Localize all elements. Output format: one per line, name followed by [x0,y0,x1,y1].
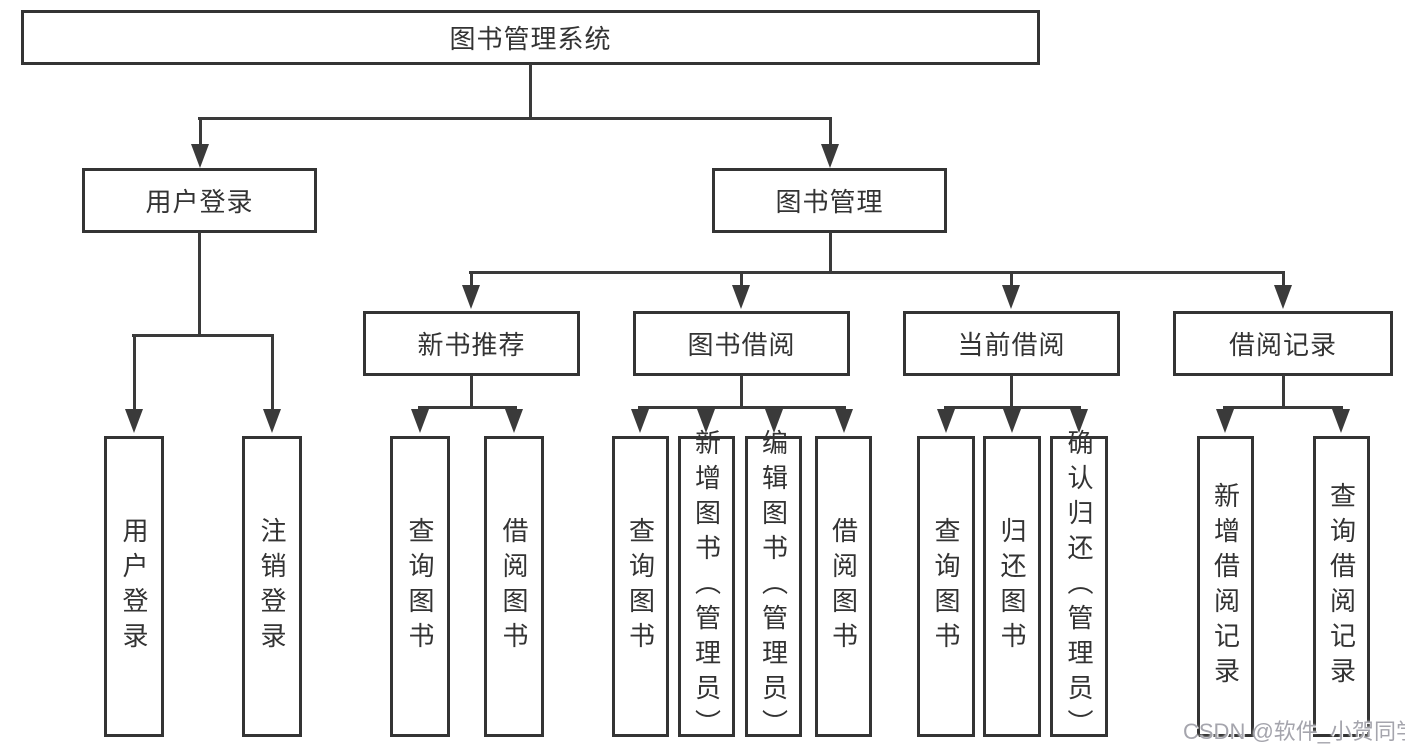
arrow-down-icon [1002,285,1020,309]
arrow-down-icon [835,409,853,433]
csdn-watermark: CSDN @软件_小贺同学 [1183,719,1405,744]
arrow-down-icon [937,409,955,433]
connector-records-drop [1282,375,1285,409]
leaf-label: 编辑图书（管理员） [758,429,789,744]
arrow-down-icon [732,285,750,309]
leaf-user-login: 用户登录 [104,436,164,737]
leaf-records-query-record: 查询借阅记录 [1313,436,1370,737]
node-user-login: 用户登录 [82,168,317,233]
arrow-down-icon [1070,409,1088,433]
arrow-down-icon [697,409,715,433]
leaf-label: 查询图书 [405,516,435,657]
leaf-borrow-add-books-admin: 新增图书（管理员） [678,429,735,744]
connector-records-rail [1223,406,1343,409]
connector-stem-book-management [829,119,832,146]
connector-root-drop [529,64,532,120]
node-borrowing-records: 借阅记录 [1173,311,1393,376]
node-book-borrowing: 图书借阅 [633,311,850,376]
connector-stem-user-login [199,119,202,146]
node-library-management-system: 图书管理系统 [21,10,1040,65]
leaf-label: 用户登录 [119,516,149,657]
connector-newbook-drop [470,375,473,409]
leaf-borrow-query-books: 查询图书 [612,436,669,737]
arrow-down-icon [1003,409,1021,433]
connector-borrow-drop [740,375,743,409]
leaf-label: 借阅图书 [499,516,529,657]
node-label: 图书借阅 [687,330,796,360]
arrow-down-icon [462,285,480,309]
arrow-down-icon [821,144,839,168]
connector-book-management-drop [829,232,832,274]
connector-user-login-drop [198,232,201,336]
connector-stem-current-borrow [1010,273,1013,286]
connector-stem-leaf-user-login [133,336,136,410]
node-label: 当前借阅 [957,330,1066,360]
leaf-label: 确认归还（管理员） [1064,429,1094,744]
connector-stem-borrow-records [1282,273,1285,286]
arrow-down-icon [505,409,523,433]
connector-user-login-rail [132,334,274,337]
connector-level3-rail [469,271,1285,274]
leaf-label: 归还图书 [997,516,1027,657]
leaf-label: 借阅图书 [828,516,859,657]
connector-level2-rail [198,117,832,120]
leaf-current-query-books: 查询图书 [917,436,975,737]
leaf-borrow-edit-books-admin: 编辑图书（管理员） [745,429,802,744]
arrow-down-icon [1216,409,1234,433]
leaf-label: 新增图书（管理员） [691,429,722,744]
leaf-label: 查询图书 [625,516,656,657]
leaf-label: 查询借阅记录 [1326,481,1357,692]
arrow-down-icon [1274,285,1292,309]
arrow-down-icon [125,409,143,433]
connector-borrow-rail [638,406,846,409]
arrow-down-icon [631,409,649,433]
node-current-borrowing: 当前借阅 [903,311,1120,376]
arrow-down-icon [411,409,429,433]
connector-newbook-rail [418,406,517,409]
leaf-newbook-query-books: 查询图书 [390,436,450,737]
leaf-records-add-record: 新增借阅记录 [1197,436,1254,737]
node-book-management: 图书管理 [712,168,947,233]
leaf-label: 新增借阅记录 [1210,481,1241,692]
arrow-down-icon [1332,409,1350,433]
node-label: 新书推荐 [417,330,526,360]
arrow-down-icon [765,409,783,433]
arrow-down-icon [191,144,209,168]
connector-current-drop [1010,375,1013,409]
node-new-book-recommendation: 新书推荐 [363,311,580,376]
connector-stem-new-book [470,273,473,286]
connector-stem-leaf-logout [271,336,274,410]
arrow-down-icon [263,409,281,433]
node-label: 借阅记录 [1228,330,1337,360]
node-label: 图书管理 [775,187,884,217]
leaf-current-return-books: 归还图书 [983,436,1041,737]
node-label: 图书管理系统 [449,24,612,54]
leaf-current-confirm-return-admin: 确认归还（管理员） [1050,429,1108,744]
leaf-newbook-borrow-books: 借阅图书 [484,436,544,737]
connector-current-rail [944,406,1081,409]
leaf-borrow-borrow-books: 借阅图书 [815,436,872,737]
leaf-label: 注销登录 [257,516,287,657]
connector-stem-book-borrow [740,273,743,286]
node-label: 用户登录 [145,187,254,217]
leaf-logout: 注销登录 [242,436,302,737]
leaf-label: 查询图书 [931,516,961,657]
